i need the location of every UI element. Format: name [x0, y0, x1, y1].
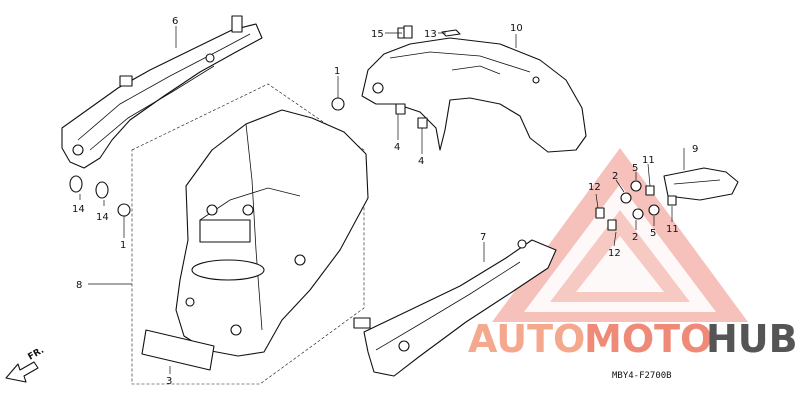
clip-4-b	[417, 117, 428, 129]
nut-1-top	[331, 97, 345, 111]
part-10-front-fender	[361, 27, 587, 153]
callout-8: 8	[76, 280, 82, 291]
callout-14-a: 14	[72, 204, 85, 215]
callout-5-b: 5	[650, 228, 656, 239]
bolt-12-a	[595, 207, 605, 219]
callout-3: 3	[166, 376, 172, 387]
clip-11-a	[645, 185, 655, 196]
nut-2-a	[620, 192, 632, 204]
bolt-15	[403, 25, 413, 39]
callout-13: 13	[424, 29, 437, 40]
washer-5-b	[648, 204, 660, 216]
part-9-side-cover	[663, 167, 739, 201]
part-6-upper-rail	[61, 15, 263, 169]
direction-label: FR.	[27, 346, 46, 363]
watermark-hub: HUB	[706, 317, 798, 361]
callout-numbers: 6 1 15 13 10 4 4 14 14 1 8 3 7 9 12 12 2…	[72, 16, 698, 387]
callout-12-b: 12	[608, 248, 621, 259]
part-7-lower-rail	[353, 239, 557, 377]
callout-11-a: 11	[642, 155, 655, 166]
part-8-rear-fender	[131, 83, 369, 385]
callout-15: 15	[371, 29, 384, 40]
callout-2-b: 2	[632, 232, 638, 243]
part-3-reflector	[141, 329, 215, 371]
bolt-12-b	[607, 219, 617, 231]
callout-5-a: 5	[632, 163, 638, 174]
cap-14-b	[95, 181, 109, 199]
watermark-text: AUTO MOTO HUB	[468, 317, 798, 361]
hardware-nuts-bolts	[69, 25, 677, 231]
leader-lines	[79, 26, 685, 374]
callout-2-a: 2	[612, 171, 618, 182]
washer-5-a	[630, 180, 642, 192]
clip-11-b	[667, 195, 677, 206]
watermark-moto: MOTO	[584, 317, 712, 361]
callout-14-b: 14	[96, 212, 109, 223]
callout-1-left: 1	[120, 240, 126, 251]
watermark-triangle-logo	[492, 148, 748, 322]
callout-7: 7	[480, 232, 486, 243]
callout-1-top: 1	[334, 66, 340, 77]
watermark-auto: AUTO	[468, 317, 585, 361]
callout-10: 10	[510, 23, 523, 34]
callout-6: 6	[172, 16, 178, 27]
nut-1-left	[117, 203, 131, 217]
cap-14-a	[69, 175, 83, 193]
callout-9: 9	[692, 144, 698, 155]
diagram-code: MBY4-F2700B	[612, 371, 672, 381]
front-direction-arrow: FR.	[5, 346, 46, 383]
callout-4-b: 4	[418, 156, 424, 167]
callout-11-b: 11	[666, 224, 679, 235]
clip-4-a	[395, 103, 406, 115]
callout-4-a: 4	[394, 142, 400, 153]
nut-2-b	[632, 208, 644, 220]
callout-12-a: 12	[588, 182, 601, 193]
